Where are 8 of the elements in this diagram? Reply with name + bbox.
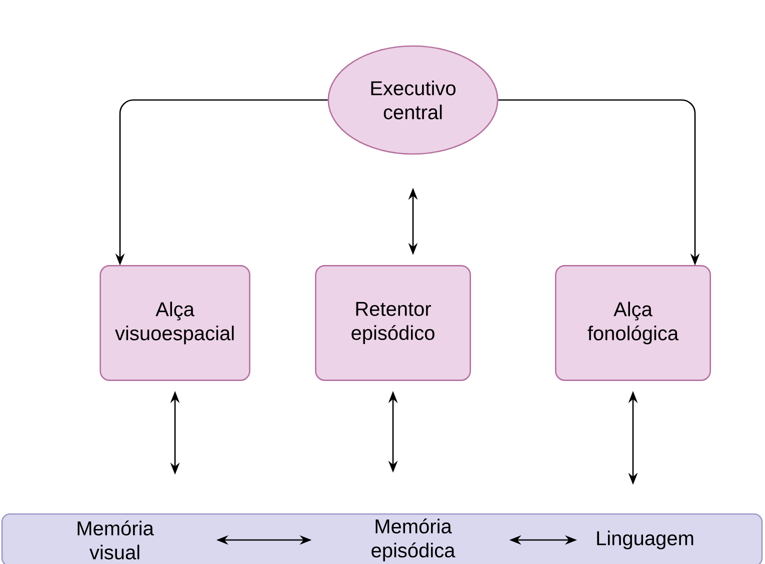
node-label: Linguagem — [597, 530, 694, 550]
rounded-box: Retentor episódico — [315, 265, 471, 381]
ellipse-node: Executivo central — [328, 45, 498, 155]
rounded-box: Alça fonológica — [555, 265, 711, 381]
rounded-box: Alça visuoespacial — [100, 265, 250, 381]
node-label: Memória episódica — [372, 518, 456, 562]
band-box — [1, 513, 763, 564]
node-label: Memória visual — [78, 520, 154, 560]
